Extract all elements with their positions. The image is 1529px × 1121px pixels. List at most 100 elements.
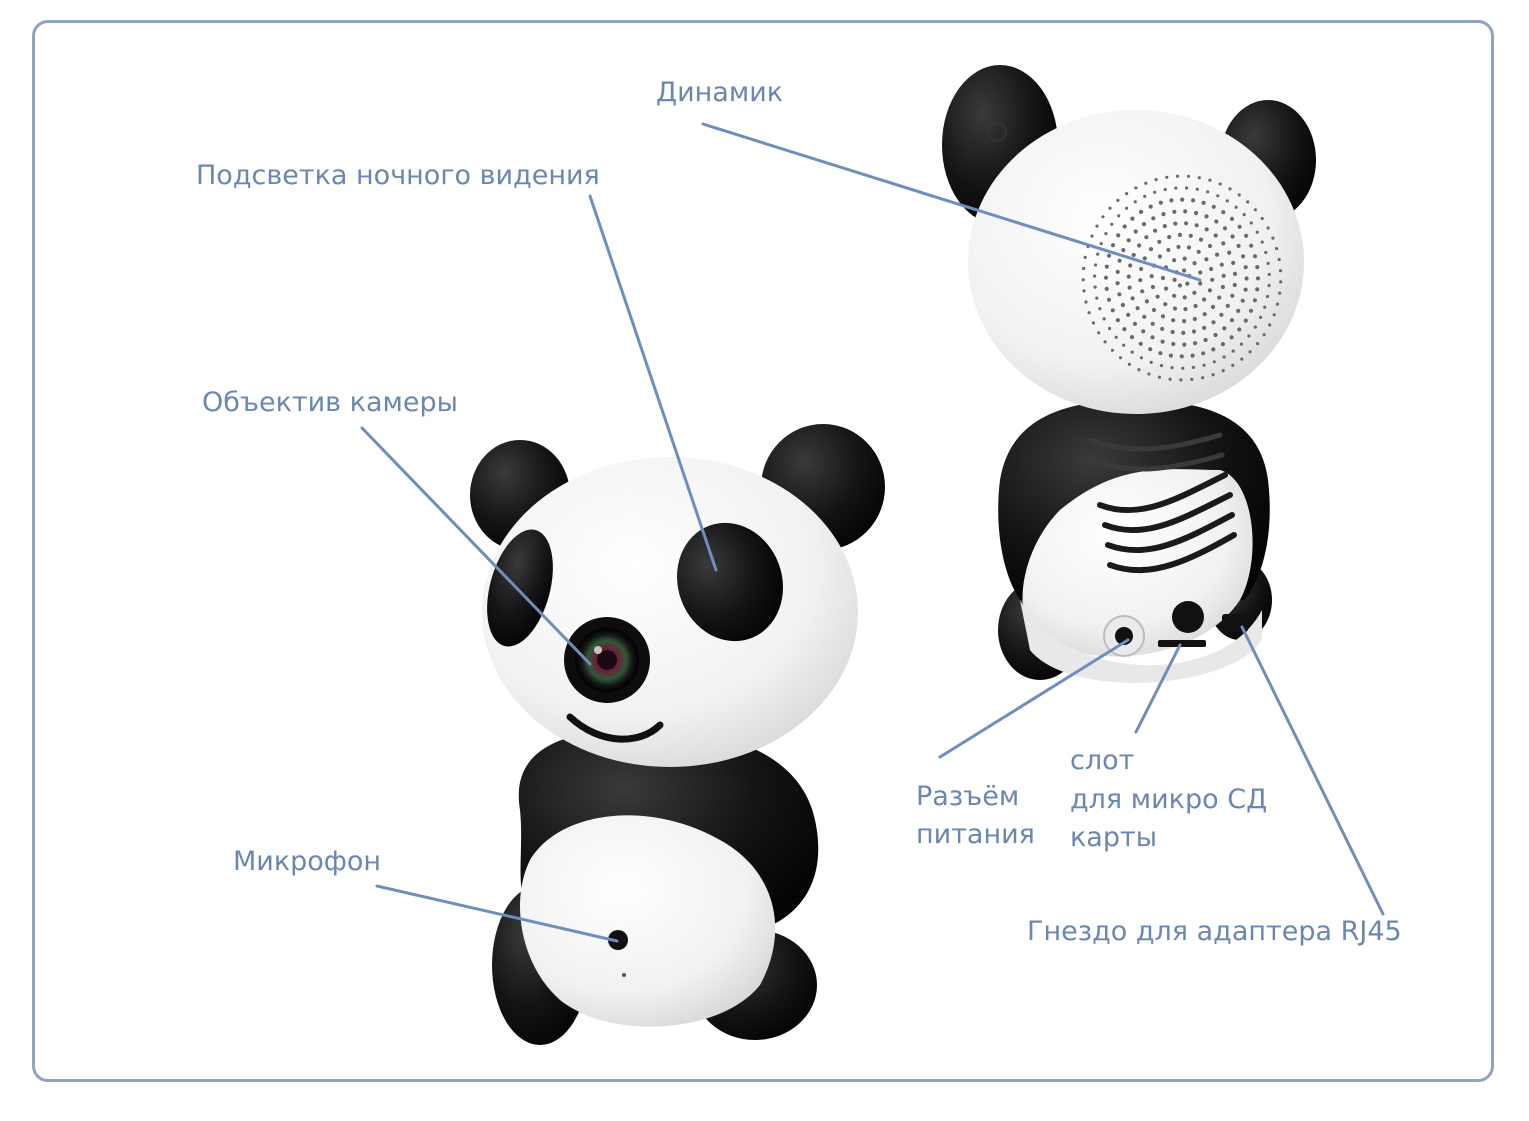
- grill-dot: [1216, 194, 1220, 198]
- grill-dot: [1180, 197, 1185, 202]
- grill-dot: [1202, 363, 1206, 367]
- grill-dot: [1264, 250, 1268, 255]
- grill-dot: [1157, 375, 1161, 379]
- grill-dot: [1240, 357, 1244, 361]
- grill-dot: [1210, 304, 1216, 309]
- grill-dot: [1268, 323, 1272, 327]
- grill-dot: [1084, 300, 1088, 304]
- grill-dot: [1148, 247, 1154, 252]
- grill-dot: [1107, 253, 1112, 258]
- grill-dot: [1229, 318, 1235, 323]
- grill-dot: [1247, 334, 1251, 338]
- grill-dot: [1191, 198, 1196, 203]
- grill-dot: [1142, 256, 1147, 261]
- grill-dot: [1140, 289, 1145, 294]
- grill-dot: [1183, 209, 1188, 214]
- grill-dot: [1141, 222, 1147, 227]
- grill-dot: [1095, 224, 1099, 228]
- grill-dot: [1225, 303, 1230, 308]
- grill-dot: [1210, 277, 1215, 282]
- grill-dot: [1182, 319, 1187, 324]
- grill-dot: [1120, 302, 1125, 308]
- leader-rj45: [1240, 625, 1385, 916]
- grill-dot: [1104, 286, 1109, 291]
- grill-dot: [1228, 187, 1232, 191]
- grill-dot: [1213, 233, 1218, 238]
- grill-dot: [1192, 290, 1197, 295]
- grill-dot: [1278, 291, 1282, 295]
- grill-dot: [1213, 332, 1218, 338]
- grill-dot: [1179, 354, 1184, 359]
- grill-dot: [1262, 333, 1266, 337]
- grill-dot: [1230, 234, 1235, 239]
- grill-dot: [1161, 212, 1166, 217]
- grill-dot: [1202, 297, 1207, 302]
- grill-dot: [1255, 287, 1260, 292]
- leader-microphone: [375, 884, 619, 943]
- grill-dot: [1127, 285, 1132, 290]
- grill-dot: [1198, 281, 1203, 286]
- grill-dot: [1243, 287, 1248, 292]
- leader-power: [938, 638, 1130, 759]
- grill-dot: [1204, 257, 1209, 262]
- grill-dot: [1139, 356, 1143, 360]
- grill-dot: [1177, 232, 1182, 237]
- grill-dot: [1163, 302, 1168, 307]
- grill-dot: [1122, 224, 1127, 229]
- grill-dot: [1279, 280, 1283, 284]
- grill-dot: [1117, 292, 1122, 297]
- grill-dot: [1183, 307, 1188, 312]
- grill-dot: [1153, 190, 1157, 194]
- grill-dot: [1139, 209, 1144, 214]
- grill-dot: [1211, 204, 1216, 209]
- grill-dot: [1115, 269, 1120, 274]
- grill-dot: [1212, 360, 1216, 364]
- grill-dot: [1231, 349, 1235, 353]
- grill-dot: [1275, 247, 1279, 251]
- grill-dot: [1116, 233, 1121, 238]
- grill-dot: [1186, 174, 1191, 178]
- grill-dot: [1154, 178, 1158, 182]
- grill-dot: [1234, 205, 1238, 209]
- grill-dot: [1135, 306, 1140, 311]
- grill-dot: [1198, 237, 1204, 242]
- grill-dot: [1203, 337, 1208, 343]
- grill-dot: [1122, 327, 1127, 332]
- grill-dot: [1150, 321, 1155, 326]
- grill-dot: [1222, 226, 1228, 231]
- grill-dot: [1260, 216, 1264, 221]
- grill-dot: [1163, 286, 1169, 291]
- grill-dot: [1252, 254, 1258, 259]
- grill-dot: [1221, 241, 1226, 246]
- grill-dot: [1207, 243, 1213, 249]
- grill-dot: [1266, 261, 1270, 265]
- grill-dot: [1198, 270, 1203, 275]
- grill-dot: [1117, 214, 1121, 218]
- grill-dot: [1202, 312, 1207, 317]
- grill-dot: [1098, 307, 1102, 311]
- grill-dot: [1095, 296, 1099, 300]
- grill-dot: [1211, 320, 1216, 325]
- grill-dot: [1121, 248, 1126, 253]
- grill-dot: [1260, 240, 1264, 244]
- grill-dot: [1204, 227, 1209, 232]
- grill-dot: [1219, 312, 1224, 317]
- grill-dot: [1206, 190, 1210, 194]
- grill-dot: [1160, 275, 1166, 281]
- grill-dot: [1137, 368, 1141, 372]
- grill-dot: [1087, 311, 1091, 315]
- grill-dot: [1252, 298, 1257, 303]
- grill-dot: [1153, 228, 1158, 233]
- grill-dot: [1170, 366, 1174, 370]
- grill-dot: [1263, 305, 1267, 309]
- grill-dot: [1117, 258, 1122, 263]
- grill-dot: [1176, 174, 1180, 178]
- grill-dot: [1093, 263, 1098, 267]
- grill-dot: [1253, 208, 1257, 212]
- grill-dot: [1167, 234, 1172, 240]
- leader-lines: [360, 122, 1385, 943]
- grill-dot: [1148, 347, 1153, 352]
- grill-dot: [1215, 252, 1220, 257]
- grill-dot: [1096, 252, 1100, 256]
- reset-button: [1172, 601, 1204, 633]
